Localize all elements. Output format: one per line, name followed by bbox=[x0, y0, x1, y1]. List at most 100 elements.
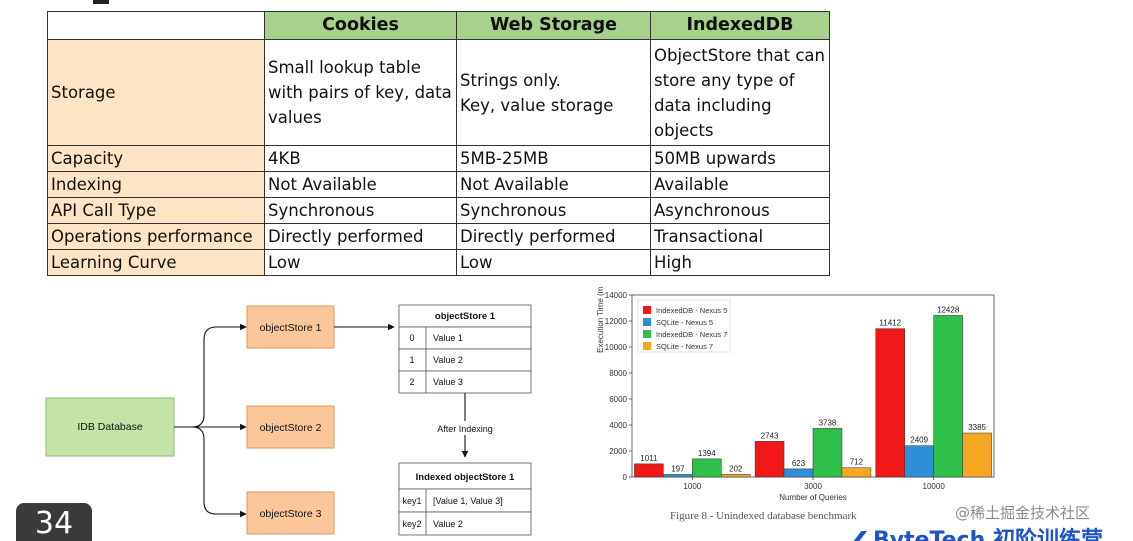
y-tick-label: 2000 bbox=[609, 447, 627, 456]
x-tick-label: 3000 bbox=[804, 482, 822, 491]
bar-value-label: 202 bbox=[729, 464, 743, 473]
legend-entry: IndexedDB - Nexus 7 bbox=[656, 330, 727, 339]
legend-swatch bbox=[643, 342, 651, 350]
cell-cookies: Directly performed bbox=[264, 223, 457, 250]
indexed-table: Indexed objectStore 1 key1 [Value 1, Val… bbox=[398, 462, 532, 536]
page-number: 34 bbox=[16, 503, 92, 541]
brand-logo: ByteTech 初阶训练营 bbox=[853, 522, 1103, 541]
bar bbox=[962, 432, 992, 478]
header-indexeddb: IndexedDB bbox=[650, 11, 830, 40]
header-mark bbox=[93, 0, 109, 4]
object-store-2-box bbox=[246, 405, 335, 449]
cell-web-storage: Strings only. Key, value storage bbox=[456, 39, 651, 146]
bar-value-label: 623 bbox=[792, 459, 806, 468]
watermark-site: @稀土掘金技术社区 bbox=[955, 504, 1091, 522]
chart-legend: IndexedDB - Nexus 5 SQLite - Nexus 5 Index… bbox=[637, 299, 731, 353]
header-empty bbox=[47, 11, 265, 40]
object-store-1-box bbox=[246, 305, 335, 349]
y-tick-label: 10000 bbox=[605, 343, 628, 352]
figure-caption: Figure 8 - Unindexed database benchmark bbox=[670, 510, 857, 522]
store-table-value: Value 2 bbox=[433, 355, 463, 365]
brand-name: ByteTech bbox=[873, 528, 986, 541]
row-label: API Call Type bbox=[47, 197, 265, 224]
bar bbox=[904, 445, 934, 478]
cell-indexeddb: Transactional bbox=[650, 223, 830, 250]
y-tick-label: 0 bbox=[623, 473, 628, 482]
y-tick-label: 12000 bbox=[605, 317, 628, 326]
table-row: Operations performance Directly performe… bbox=[47, 223, 830, 250]
store-table-key: 0 bbox=[409, 333, 414, 343]
x-tick-label: 1000 bbox=[683, 482, 701, 491]
store-table-key: 2 bbox=[409, 377, 414, 387]
bars: 1011197139420227436233738712114122409124… bbox=[634, 305, 992, 478]
indexed-table-title: Indexed objectStore 1 bbox=[416, 472, 515, 483]
table-row: Capacity 4KB 5MB-25MB 50MB upwards bbox=[47, 145, 830, 172]
indexed-table-value: Value 2 bbox=[433, 519, 463, 529]
y-tick-label: 4000 bbox=[609, 421, 627, 430]
bar-value-label: 3385 bbox=[968, 423, 986, 432]
table-header-row: Cookies Web Storage IndexedDB bbox=[47, 11, 830, 40]
bar bbox=[692, 458, 722, 478]
cell-web-storage: Directly performed bbox=[456, 223, 651, 250]
legend-entry: SQLite - Nexus 5 bbox=[656, 318, 713, 327]
legend-box bbox=[637, 299, 731, 353]
cell-web-storage: Low bbox=[456, 249, 651, 276]
bar bbox=[754, 441, 785, 478]
store-table-title: objectStore 1 bbox=[435, 311, 496, 322]
indexed-table-key: key2 bbox=[402, 519, 421, 529]
bar bbox=[812, 428, 843, 478]
table-row: API Call Type Synchronous Synchronous As… bbox=[47, 197, 830, 224]
bar bbox=[721, 474, 751, 478]
x-tick-label: 10000 bbox=[923, 482, 946, 491]
after-indexing-label: After Indexing bbox=[437, 424, 493, 434]
x-axis: 1000 3000 10000 bbox=[683, 477, 945, 491]
bar bbox=[841, 467, 872, 478]
store-table: objectStore 1 0 Value 1 1 Value 2 2 Valu… bbox=[398, 304, 532, 394]
bar bbox=[634, 463, 664, 478]
y-tick-label: 14000 bbox=[605, 291, 628, 300]
cell-indexeddb: Available bbox=[650, 171, 830, 198]
brand-subtitle: 初阶训练营 bbox=[992, 528, 1103, 541]
header-web-storage: Web Storage bbox=[456, 11, 651, 40]
row-label: Indexing bbox=[47, 171, 265, 198]
bytetech-logo-icon bbox=[853, 531, 867, 541]
bar-value-label: 12428 bbox=[937, 305, 960, 314]
row-label: Storage bbox=[47, 39, 265, 146]
cell-cookies: Not Available bbox=[264, 171, 457, 198]
cell-cookies: Small lookup table with pairs of key, da… bbox=[264, 39, 457, 146]
bar-value-label: 197 bbox=[671, 464, 685, 473]
cell-cookies: 4KB bbox=[264, 145, 457, 172]
legend-entry: IndexedDB - Nexus 5 bbox=[656, 306, 727, 315]
bar-value-label: 3738 bbox=[819, 418, 837, 427]
row-label: Learning Curve bbox=[47, 249, 265, 276]
object-store-1-label: objectStore 1 bbox=[260, 322, 322, 334]
bar bbox=[933, 315, 963, 478]
object-store-3-label: objectStore 3 bbox=[260, 508, 322, 520]
y-tick-label: 6000 bbox=[609, 395, 627, 404]
cell-web-storage: Not Available bbox=[456, 171, 651, 198]
cell-indexeddb: High bbox=[650, 249, 830, 276]
arrow-label-bg bbox=[428, 421, 502, 435]
header-cookies: Cookies bbox=[264, 11, 457, 40]
bar-value-label: 11412 bbox=[879, 319, 901, 328]
y-tick-label: 8000 bbox=[609, 369, 627, 378]
y-axis-title: Execution Time (milliseconds) bbox=[596, 287, 605, 353]
x-axis-title: Number of Queries bbox=[779, 493, 847, 502]
bar bbox=[875, 328, 905, 478]
bar-value-label: 712 bbox=[850, 458, 864, 467]
object-store-2-label: objectStore 2 bbox=[260, 422, 322, 434]
idb-database-label: IDB Database bbox=[77, 421, 143, 433]
table-row: Storage Small lookup table with pairs of… bbox=[47, 39, 830, 146]
idb-database-box bbox=[45, 397, 175, 457]
bar-value-label: 2409 bbox=[910, 436, 928, 445]
legend-swatch bbox=[643, 318, 651, 326]
bar bbox=[783, 468, 814, 478]
cell-cookies: Synchronous bbox=[264, 197, 457, 224]
cell-indexeddb: 50MB upwards bbox=[650, 145, 830, 172]
indexed-table-key: key1 bbox=[402, 496, 421, 506]
store-table-key: 1 bbox=[409, 355, 414, 365]
bar-value-label: 1394 bbox=[698, 449, 716, 458]
table-row: Indexing Not Available Not Available Ava… bbox=[47, 171, 830, 198]
legend-entry: SQLite - Nexus 7 bbox=[656, 342, 713, 351]
